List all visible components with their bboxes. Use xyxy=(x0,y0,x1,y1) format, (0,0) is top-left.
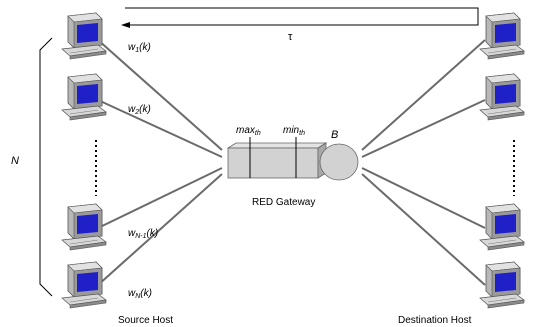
destination-links xyxy=(361,39,486,286)
source-weight-label: w1(k) xyxy=(128,42,151,54)
destination-host-computer-icon xyxy=(479,12,525,60)
source-host-computer-icon xyxy=(61,203,107,251)
source-host-computer-icon xyxy=(61,73,107,121)
buffer-label: B xyxy=(331,129,338,141)
destination-host-label: Destination Host xyxy=(398,315,472,326)
max-threshold-label: maxth xyxy=(236,125,261,137)
weight-labels: w1(k) w2(k) wN-1(k) wN(k) xyxy=(128,42,158,300)
source-host-computer-icon xyxy=(61,12,107,60)
buffer-server xyxy=(319,143,359,181)
source-host-label: Source Host xyxy=(118,315,173,326)
gateway-label: RED Gateway xyxy=(252,197,315,208)
feedback-path xyxy=(121,7,479,28)
source-weight-label: w2(k) xyxy=(128,104,151,116)
destination-host-computer-icon xyxy=(479,203,525,251)
min-threshold-label: minth xyxy=(283,125,305,137)
feedback-tau-label: τ xyxy=(288,31,293,43)
source-host-computer-icon xyxy=(61,261,107,309)
destination-host-computer-icon xyxy=(479,261,525,309)
gateway-queue xyxy=(226,137,328,179)
n-label: N xyxy=(11,155,19,167)
n-group-bracket xyxy=(39,37,53,297)
source-weight-label: wN(k) xyxy=(128,288,152,300)
source-weight-label: wN-1(k) xyxy=(128,228,158,240)
destination-host-computer-icon xyxy=(479,73,525,121)
source-links xyxy=(97,39,223,286)
